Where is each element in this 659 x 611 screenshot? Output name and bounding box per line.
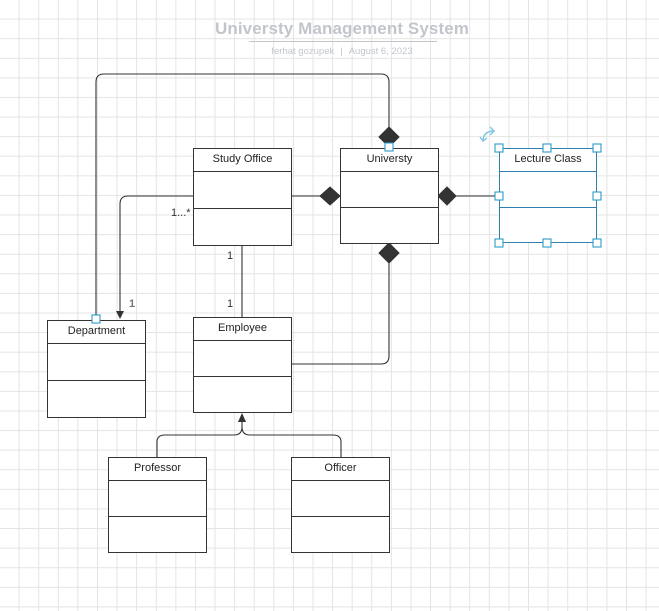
- resize-handle-e[interactable]: [592, 191, 602, 201]
- class-name: Study Office: [194, 149, 291, 172]
- resize-handle-sw[interactable]: [494, 238, 504, 248]
- class-professor[interactable]: Professor: [108, 457, 207, 553]
- class-name: Employee: [194, 318, 291, 341]
- generalization-triangle: [238, 413, 246, 422]
- author-label: ferhat gozupek: [271, 46, 335, 57]
- attributes-section[interactable]: [194, 341, 291, 377]
- multiplicity-label: 1: [227, 250, 234, 262]
- rotate-icon[interactable]: [479, 126, 495, 142]
- connector-universty-department[interactable]: [95, 73, 390, 319]
- class-name: Department: [48, 321, 145, 344]
- attributes-section[interactable]: [292, 481, 389, 517]
- attributes-section[interactable]: [48, 344, 145, 381]
- date-label: August 6, 2023: [348, 46, 413, 57]
- multiplicity-label: 1: [129, 298, 136, 310]
- class-name: Officer: [292, 458, 389, 481]
- class-employee[interactable]: Employee: [193, 317, 292, 413]
- connection-point[interactable]: [384, 142, 394, 152]
- connector-officer-employee[interactable]: [241, 426, 342, 458]
- resize-handle-n[interactable]: [542, 143, 552, 153]
- resize-handle-w[interactable]: [494, 191, 504, 201]
- attributes-section[interactable]: [109, 481, 206, 517]
- multiplicity-label: 1...*: [171, 207, 191, 219]
- multiplicity-label: 1: [227, 298, 234, 310]
- meta-separator: |: [340, 46, 343, 57]
- class-name: Professor: [109, 458, 206, 481]
- resize-handle-se[interactable]: [592, 238, 602, 248]
- title-underline: [249, 41, 437, 42]
- connection-point[interactable]: [91, 314, 101, 324]
- class-name: Universty: [341, 149, 438, 172]
- class-officer[interactable]: Officer: [291, 457, 390, 553]
- connector-studyoffice-department[interactable]: [119, 195, 193, 312]
- class-name: Lecture Class: [500, 149, 596, 172]
- association-arrowhead: [116, 311, 124, 319]
- connector-professor-employee[interactable]: [156, 421, 243, 458]
- attributes-section[interactable]: [341, 172, 438, 208]
- class-study-office[interactable]: Study Office: [193, 148, 292, 246]
- composition-diamond-bottom: [378, 242, 400, 264]
- resize-handle-ne[interactable]: [592, 143, 602, 153]
- attributes-section[interactable]: [194, 172, 291, 209]
- composition-diamond-right: [437, 186, 457, 206]
- connector-employee-universty[interactable]: [292, 263, 390, 365]
- resize-handle-nw[interactable]: [494, 143, 504, 153]
- attributes-section[interactable]: [500, 172, 596, 208]
- resize-handle-s[interactable]: [542, 238, 552, 248]
- diagram-title: Universty Management System: [214, 19, 469, 38]
- diagram-meta: ferhat gozupek | August 6, 2023: [0, 46, 659, 57]
